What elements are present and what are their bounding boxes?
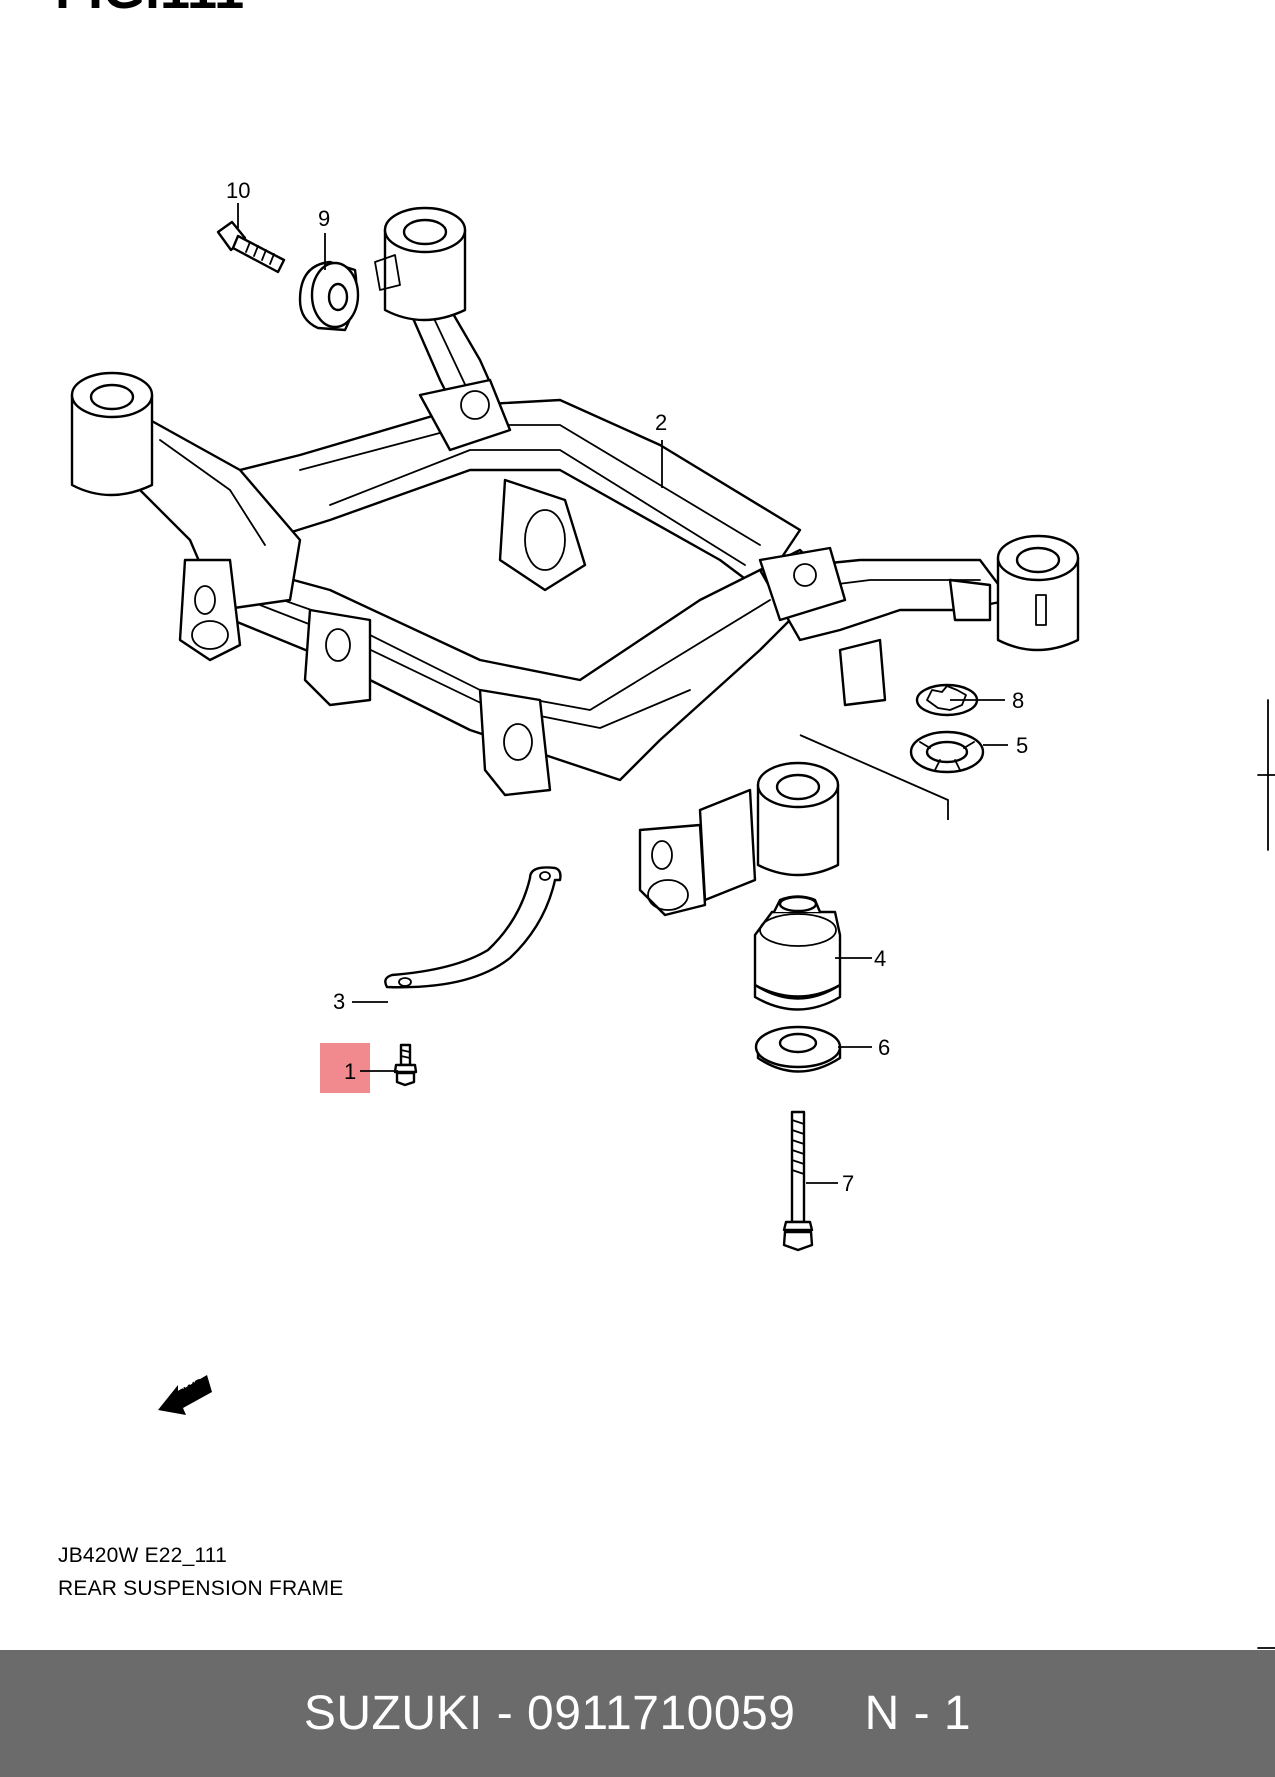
callout-5: 5 — [1016, 733, 1028, 758]
callout-9: 9 — [318, 206, 330, 231]
footer-quantity: N - 1 — [864, 1687, 972, 1740]
caption-code: JB420W E22_111 — [58, 1544, 227, 1567]
bush-front-right — [756, 761, 840, 877]
bush-rear-right — [996, 534, 1080, 652]
parts-diagram: FIG.111 — [55, 0, 1275, 1649]
bush-part-9 — [298, 260, 360, 332]
callout-8: 8 — [1012, 688, 1024, 713]
part-1-highlight — [320, 1043, 370, 1093]
long-bolt-part-7 — [782, 1110, 814, 1252]
callout-3: 3 — [333, 989, 345, 1014]
figure-title: FIG.111 — [55, 0, 244, 20]
mount-cushion-part-4 — [753, 895, 842, 1011]
bush-rear-left — [374, 206, 467, 322]
callout-2: 2 — [655, 410, 667, 435]
small-bolt-part-1 — [393, 1043, 418, 1087]
bracket-part-3 — [384, 866, 562, 989]
rear-suspension-frame — [118, 298, 1012, 917]
footer-brand-part: SUZUKI - 0911710059 — [303, 1687, 796, 1740]
footer-bar: SUZUKI - 0911710059 N - 1 — [0, 1650, 1275, 1777]
caption-title: REAR SUSPENSION FRAME — [58, 1577, 344, 1600]
leader-lines — [237, 203, 1008, 1184]
bush-front-left — [70, 371, 154, 497]
fwd-arrow: FWD — [158, 1375, 212, 1415]
stopper-part-5 — [909, 730, 985, 774]
washer-part-6 — [754, 1025, 842, 1073]
callout-7: 7 — [842, 1171, 854, 1196]
callout-10: 10 — [226, 178, 250, 203]
bolt-part-10 — [216, 220, 286, 274]
callout-6: 6 — [878, 1035, 890, 1060]
callout-4: 4 — [874, 946, 886, 971]
callout-1: 1 — [344, 1059, 356, 1084]
